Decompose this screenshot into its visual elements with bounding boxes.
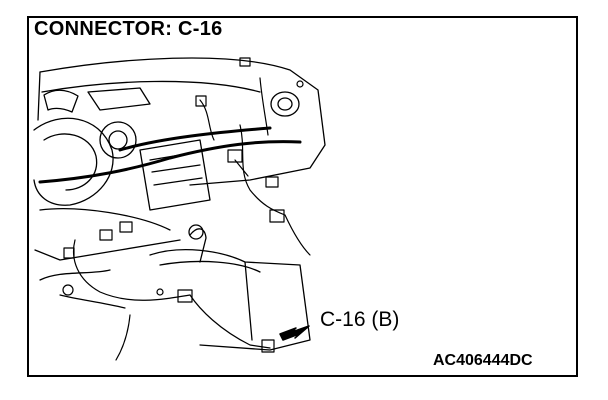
figure-code: AC406444DC [433, 352, 533, 369]
connector-callout-label: C-16 (B) [320, 308, 400, 331]
figure-frame [27, 16, 578, 377]
arrow-icon [279, 325, 310, 341]
connector-title: CONNECTOR: C-16 [34, 18, 223, 40]
